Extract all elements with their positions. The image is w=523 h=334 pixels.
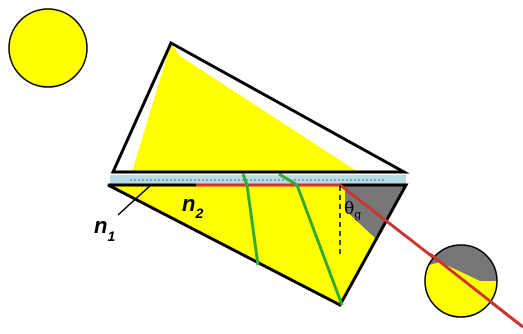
upper-prism-outline (110, 40, 410, 174)
theta-g-label: θg (344, 199, 361, 221)
n2-label: n2 (182, 191, 203, 221)
upper-prism-illuminated (132, 43, 358, 172)
n1-label-sub: 1 (107, 228, 115, 244)
wavefront-left (241, 173, 260, 266)
wavefront-right (278, 172, 344, 306)
theta-label-sub: g (354, 208, 361, 221)
theta-label-main: θ (344, 199, 354, 219)
detector-disk-outline (424, 244, 498, 318)
n2-label-sub: 2 (194, 205, 203, 221)
light-source-disk (8, 8, 88, 88)
output-ray-over-detector (429, 252, 523, 329)
n2-label-main: n (182, 191, 195, 216)
n1-label: n1 (94, 213, 115, 244)
n1-label-main: n (94, 213, 107, 238)
detector-shadow (429, 245, 497, 281)
n1-leader-line (117, 183, 153, 216)
